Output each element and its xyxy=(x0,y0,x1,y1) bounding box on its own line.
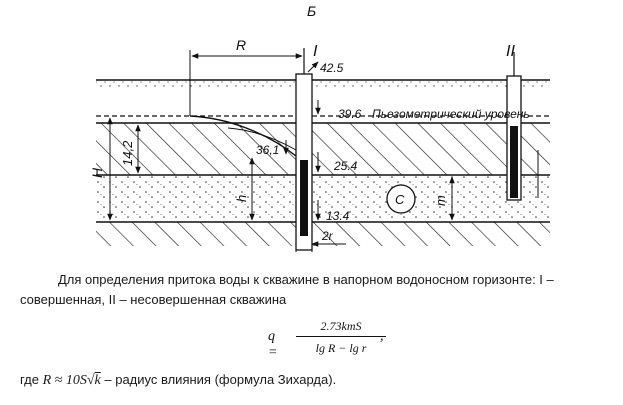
note-prefix: где xyxy=(20,372,39,387)
depression-curve-inner xyxy=(227,127,297,151)
h-label: h xyxy=(234,195,249,202)
level-42-5-label: 42.5 xyxy=(320,61,344,75)
well-I-label: I xyxy=(313,43,318,60)
note-suffix: – радиус влияния (формула Зихарда). xyxy=(100,372,337,387)
well-II-label: II xyxy=(506,43,515,60)
circle-marker-label: С xyxy=(395,192,405,207)
note-sqrt-argument: k xyxy=(94,373,101,388)
formula-comma: , xyxy=(380,329,384,344)
piezometric-level-label: Пьезометрический уровень xyxy=(372,107,530,121)
well-II xyxy=(506,52,522,201)
formula-denominator: lg R − lg r xyxy=(315,341,367,355)
note-expression: R ≈ 10S√k xyxy=(43,373,101,388)
m-label: m xyxy=(433,195,448,206)
figure-caption: Для определения притока воды к скважине … xyxy=(20,270,615,310)
circle-marker xyxy=(386,184,416,214)
formula-numerator: 2.73kmS xyxy=(320,319,362,333)
H-label: H xyxy=(89,167,105,178)
level-13-4-label: 13.4 xyxy=(326,209,350,223)
formula-lhs: q = xyxy=(268,329,278,360)
well-II-filter xyxy=(510,126,518,198)
fraction-bar xyxy=(296,336,386,337)
radius-note: где R ≈ 10S√k – радиус влияния (формула … xyxy=(20,372,336,389)
well-I xyxy=(295,48,313,251)
level-36-1-label: 36,1 xyxy=(256,143,279,157)
two-r-label: 2r xyxy=(321,229,334,243)
R-label: R xyxy=(236,37,246,53)
formula-fraction: 2.73kmS lg R − lg r xyxy=(296,318,386,356)
caption-line-1: Для определения притока воды к скважине … xyxy=(58,272,554,287)
aquifer-layer xyxy=(96,175,550,222)
well-cross-section-diagram: Б R I II H 14,2 h m 2r 42.5 xyxy=(89,3,550,252)
note-expression-left: R ≈ 10S xyxy=(42,373,87,388)
thickness-label: 14,2 xyxy=(120,140,135,166)
level-25-4-label: 25.4 xyxy=(333,159,358,173)
lower-aquiclude-layer xyxy=(96,222,550,246)
figure-letter: Б xyxy=(307,3,316,19)
well-I-filter xyxy=(300,160,308,236)
caption-line-2: совершенная, II – несовершенная скважина xyxy=(20,292,287,307)
upper-aquiclude-layer xyxy=(96,123,550,175)
level-42-5-marker xyxy=(307,61,319,73)
topsoil-layer xyxy=(96,80,550,87)
sqrt-symbol: √ xyxy=(86,373,95,388)
level-39-6-label: 39.6 xyxy=(338,107,362,121)
